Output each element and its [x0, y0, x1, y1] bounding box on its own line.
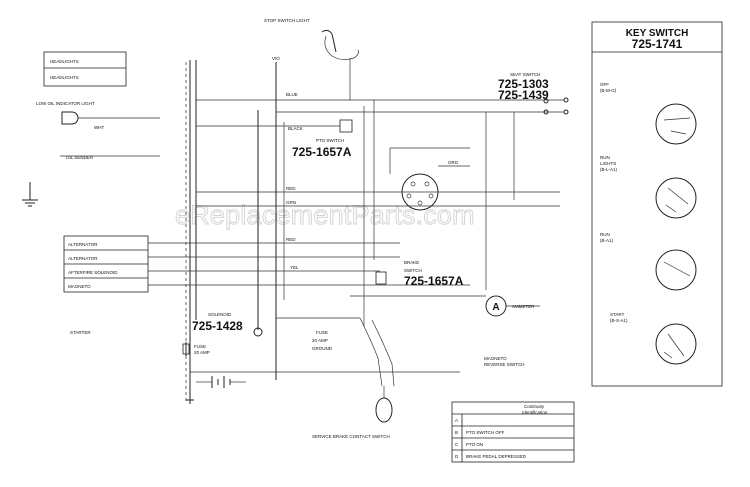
key-dial-run-contact — [663, 261, 691, 277]
table-row-key: C — [455, 442, 459, 447]
ground-tag: GROUND — [312, 346, 333, 351]
table-header-1: Continuity — [524, 404, 545, 409]
connector-pin-2 — [424, 181, 430, 187]
main-harness-connector — [401, 173, 439, 211]
connector-pin-5 — [417, 200, 423, 206]
seat-switch-label: SEAT SWITCH — [510, 72, 540, 77]
headlights-legend-2: HEADLIGHTS — [50, 75, 79, 80]
table-row-value: PTO SWITCH OFF — [466, 430, 505, 435]
wire-tag: RED — [286, 186, 296, 191]
table-row-value: PTO ON — [466, 442, 483, 447]
key-dial-start — [655, 323, 697, 365]
seat-switch-part-1: 725-1303 — [498, 77, 549, 91]
solenoid-terminal — [253, 327, 263, 337]
table-header-2: Identification — [522, 410, 548, 415]
key-switch-part-number: 725-1741 — [632, 37, 683, 51]
brake-contact-wire-2 — [371, 319, 395, 387]
key-dial-start-contact-2 — [663, 351, 673, 359]
engine-item-alternator-2: ALTERNATOR — [68, 256, 98, 261]
ammeter-symbol — [485, 295, 507, 317]
stop-switch-light-wire — [324, 35, 359, 60]
key-pos-run-code: (B-A1) — [600, 238, 614, 243]
key-switch-title: KEY SWITCH — [626, 28, 689, 39]
brake-switch-symbol — [375, 271, 387, 285]
key-dial-run-lights — [655, 177, 697, 219]
wire-tag: BLUE — [286, 92, 298, 97]
ammeter-label: AMMETER — [512, 304, 535, 309]
key-dial-run — [655, 249, 697, 291]
oil-indicator-bulb — [61, 111, 79, 125]
key-pos-off-label: OFF — [600, 82, 609, 87]
brake-contact-wire-1 — [359, 317, 383, 387]
key-dial-off-contact-1 — [663, 117, 691, 121]
key-pos-lights-code: (B-L-A1) — [600, 167, 618, 172]
wire-tag: WHT — [94, 125, 104, 130]
key-pos-lights-label-2: LIGHTS — [600, 161, 616, 166]
table-row-value: BRAKE PEDAL DEPRESSED — [466, 454, 527, 459]
table-row-key: D — [455, 454, 459, 459]
fuse-symbol — [182, 343, 190, 355]
fuse-label-1: FUSE — [194, 344, 206, 349]
seat-switch-contact-3 — [563, 97, 569, 103]
engine-item-afterfire-solenoid: AFTERFIRE SOLENOID — [68, 270, 118, 275]
bottom-label: SERVICE BRAKE CONTACT SWITCH — [312, 434, 390, 439]
key-pos-off-code: (B-M-G) — [600, 88, 617, 93]
pto-switch-symbol — [339, 119, 353, 133]
brake-switch-label-1: BRAKE — [404, 260, 419, 265]
engine-item-alternator-1: ALTERNATOR — [68, 242, 98, 247]
oil-sender-label: OIL SENDER — [66, 155, 94, 160]
key-pos-run-label: RUN — [600, 232, 610, 237]
watermark: eReplacementParts.com — [175, 200, 475, 230]
wire-tag: ORG — [448, 160, 459, 165]
stop-switch-light-label: STOP SWITCH LIGHT — [264, 18, 310, 23]
key-dial-lights-contact-2 — [665, 204, 677, 213]
seat-switch-contact-1 — [543, 98, 549, 104]
reverse-switch-label: REVERSE SWITCH — [484, 362, 525, 367]
brake-switch-part: 725-1657A — [404, 274, 464, 288]
solenoid-label: SOLENOID — [208, 312, 232, 317]
engine-item-magneto: MAGNETO — [68, 284, 91, 289]
pto-switch-part: 725-1657A — [292, 145, 352, 159]
oil-indicator-light-label: LOW OIL INDICATOR LIGHT — [36, 101, 95, 106]
connector-pin-1 — [410, 181, 416, 187]
mid-fuse-label-2: 20 AMP — [312, 338, 328, 343]
connector-pin-4 — [428, 193, 434, 199]
key-dial-start-contact-1 — [667, 333, 685, 357]
connector-pin-3 — [406, 193, 412, 199]
wire-tag: YEL — [290, 265, 299, 270]
seat-switch-part-2: 725-1439 — [498, 88, 549, 102]
stop-switch-light-symbol — [321, 29, 337, 53]
starter-label: STARTER — [70, 330, 91, 335]
headlights-legend-box — [43, 51, 127, 87]
brake-switch-label-2: SWITCH — [404, 268, 422, 273]
continuity-table — [451, 401, 575, 463]
service-brake-contact-switch — [375, 397, 393, 423]
fuse-label-2: 20 AMP — [194, 350, 210, 355]
seat-switch-contact-4 — [563, 109, 569, 115]
table-row-key: A — [455, 418, 458, 423]
key-pos-start-code: (B-S-A1) — [610, 318, 628, 323]
wire-tag: VIO — [272, 56, 280, 61]
key-switch-panel — [591, 21, 723, 387]
mid-fuse-label-1: FUSE — [316, 330, 328, 335]
wire-tag: RED — [286, 237, 296, 242]
key-dial-lights-contact-1 — [667, 187, 689, 205]
solenoid-part: 725-1428 — [192, 319, 243, 333]
table-row-key: B — [455, 430, 458, 435]
headlights-legend-1: HEADLIGHTS — [50, 59, 79, 64]
ammeter-letter: A — [492, 302, 499, 313]
key-dial-off — [655, 103, 697, 145]
key-pos-start-label: START — [610, 312, 625, 317]
pto-switch-label: PTO SWITCH — [316, 138, 344, 143]
key-dial-off-contact-2 — [670, 130, 687, 135]
key-pos-lights-label: RUN — [600, 155, 610, 160]
magneto-label: MAGNETO — [484, 356, 507, 361]
wire-tag: BLACK — [288, 126, 303, 131]
wire-tag: GRN — [286, 200, 296, 205]
seat-switch-contact-2 — [543, 109, 549, 115]
